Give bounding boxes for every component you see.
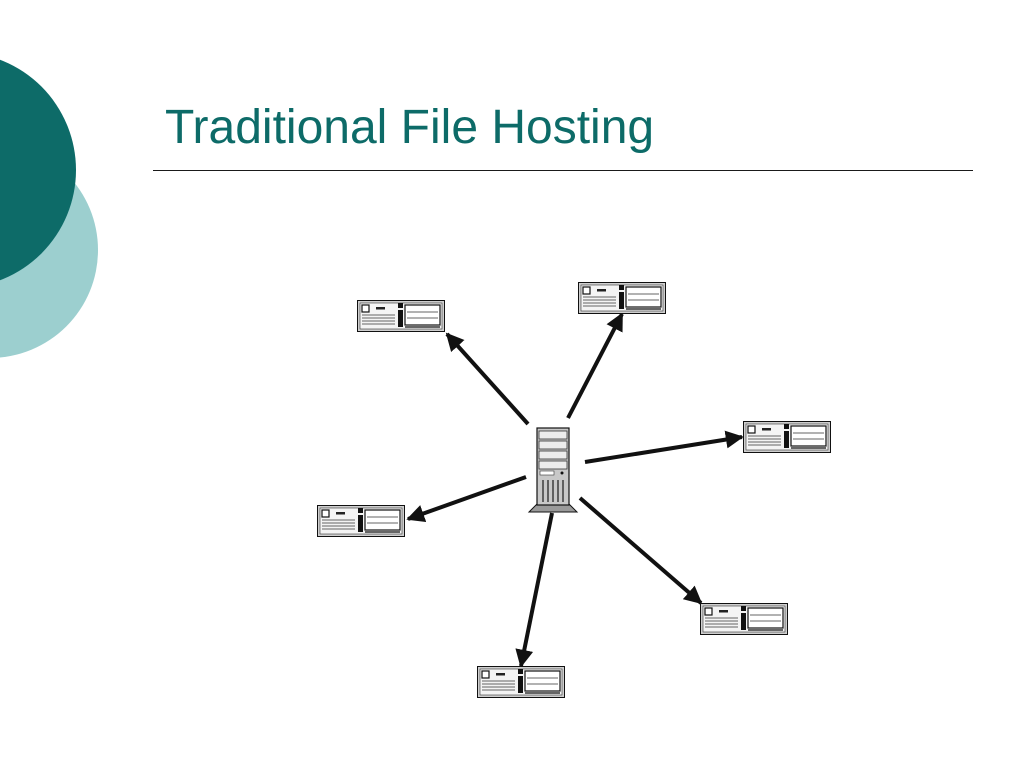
decorative-circles — [0, 59, 98, 358]
arrow-to-client-2 — [566, 312, 624, 419]
client-computer-icon-3 — [742, 420, 832, 454]
arrow-to-client-6 — [406, 475, 527, 523]
arrow-to-client-4 — [578, 496, 703, 605]
client-computer-icon-5 — [476, 665, 566, 699]
slide-title: Traditional File Hosting — [165, 101, 655, 154]
client-computer-icon-2 — [577, 281, 667, 315]
arrow-to-client-1 — [445, 332, 530, 426]
client-computer-icon-1 — [356, 299, 446, 333]
client-computer-icon-4 — [699, 602, 789, 636]
title-underline — [153, 170, 973, 171]
arrow-to-client-3 — [584, 430, 744, 464]
arrow-to-client-5 — [515, 512, 554, 668]
dark-teal-circle — [0, 59, 76, 281]
server-tower-icon — [527, 427, 579, 513]
client-computer-icon-6 — [316, 504, 406, 538]
